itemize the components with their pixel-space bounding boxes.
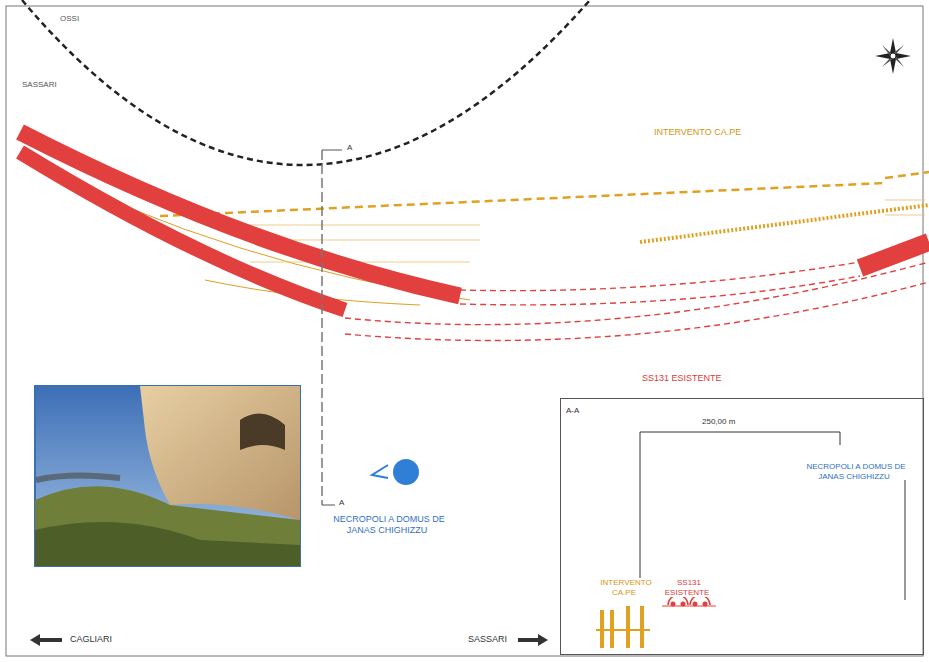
site-label: NECROPOLI A DOMUS DE JANAS CHIGHIZZU [318, 514, 458, 536]
dimension-label: 250,00 m [700, 417, 737, 427]
road-label: SS131 ESISTENTE [640, 373, 724, 384]
direction-arrow [518, 634, 548, 646]
section-drawing [596, 432, 905, 648]
inset-panel: A-A [560, 398, 924, 655]
project-label: INTERVENTO CA.PE [590, 578, 660, 597]
site-photo [35, 386, 300, 566]
direction-label: CAGLIARI [68, 634, 114, 645]
boundary-line [22, 0, 590, 165]
north-compass [875, 38, 911, 74]
direction-label: SASSARI [466, 634, 509, 645]
site-label: NECROPOLI A DOMUS DE JANAS CHIGHIZZU [800, 462, 910, 481]
section-mark [322, 150, 342, 505]
section-letter: A [337, 498, 346, 508]
project-label: INTERVENTO CA.PE [652, 127, 743, 138]
necropolis-symbol [372, 459, 419, 485]
section-letter: A [345, 143, 354, 153]
road-label: SS131 ESISTENTE [660, 578, 716, 597]
sheet-frame [6, 6, 923, 656]
place-name: SASSARI [20, 80, 59, 90]
section-line [321, 150, 323, 505]
direction-arrow [30, 634, 62, 646]
place-name: OSSI [58, 14, 81, 24]
panel-heading: A-A [561, 403, 584, 418]
existing-road [20, 132, 929, 341]
